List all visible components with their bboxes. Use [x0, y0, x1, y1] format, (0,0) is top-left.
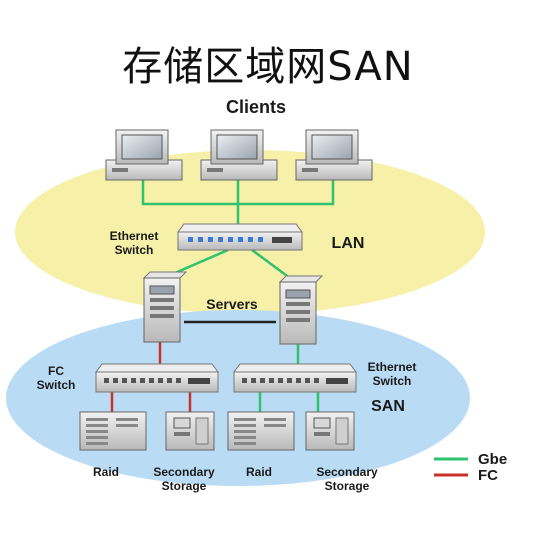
client-computer-middle	[200, 129, 278, 181]
fc-switch-label-line1: FC	[48, 364, 64, 378]
client-computer-left	[105, 129, 183, 181]
ethernet-switch-top-label-line1: Ethernet	[110, 229, 159, 243]
clients-label: Clients	[226, 97, 286, 117]
legend: Gbe FC	[434, 451, 507, 484]
gbe-link-client-right	[238, 178, 335, 206]
lan-label: LAN	[332, 235, 365, 252]
raid-right-label: Raid	[246, 465, 272, 479]
secondary-left-label-line2: Storage	[162, 479, 207, 493]
legend-fc-label: FC	[478, 467, 498, 484]
secondary-storage-left	[165, 411, 215, 451]
legend-gbe-label: Gbe	[478, 451, 507, 468]
fc-switch	[95, 363, 219, 393]
ethernet-switch-san	[233, 363, 357, 393]
raid-array-right	[227, 411, 295, 451]
fc-switch-label-line2: Switch	[37, 378, 76, 392]
ethernet-switch-san-label-line2: Switch	[373, 374, 412, 388]
server-right	[278, 275, 324, 345]
ethernet-switch-san-label-line1: Ethernet	[368, 360, 417, 374]
raid-left-label: Raid	[93, 465, 119, 479]
ethernet-switch-top-label-line2: Switch	[115, 243, 154, 257]
servers-label: Servers	[206, 296, 258, 312]
secondary-right-label-line1: Secondary	[316, 465, 378, 479]
gbe-link-client-left	[141, 178, 238, 206]
secondary-storage-right	[305, 411, 355, 451]
diagram-title: 存储区域网SAN	[122, 44, 414, 90]
secondary-right-label-line2: Storage	[325, 479, 370, 493]
san-label: SAN	[371, 398, 405, 415]
server-left	[142, 271, 188, 343]
ethernet-switch-top	[177, 223, 303, 251]
client-computer-right	[295, 129, 373, 181]
secondary-left-label-line1: Secondary	[153, 465, 215, 479]
fc-links	[110, 342, 192, 412]
raid-array-left	[79, 411, 147, 451]
